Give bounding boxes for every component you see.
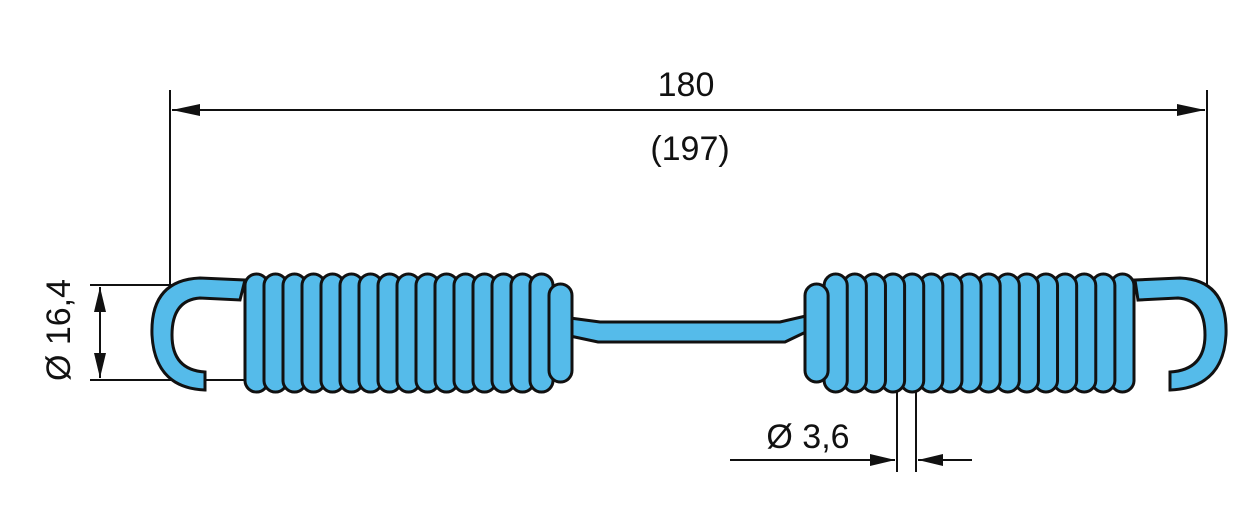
coil-turn [547,282,574,384]
extended-length-label: (197) [650,130,729,168]
wire-diameter-label: Ø 3,6 [766,418,849,456]
right-hook [1133,276,1228,392]
spring [150,272,1228,394]
coil-turn [803,282,830,384]
center-rod [568,313,812,344]
left-hook [150,276,247,392]
left-coil-body [243,272,574,394]
arrowheads [94,104,1205,466]
length-label: 180 [658,66,715,104]
outer-diameter-label: Ø 16,4 [40,279,78,381]
right-coil-body [803,272,1136,394]
